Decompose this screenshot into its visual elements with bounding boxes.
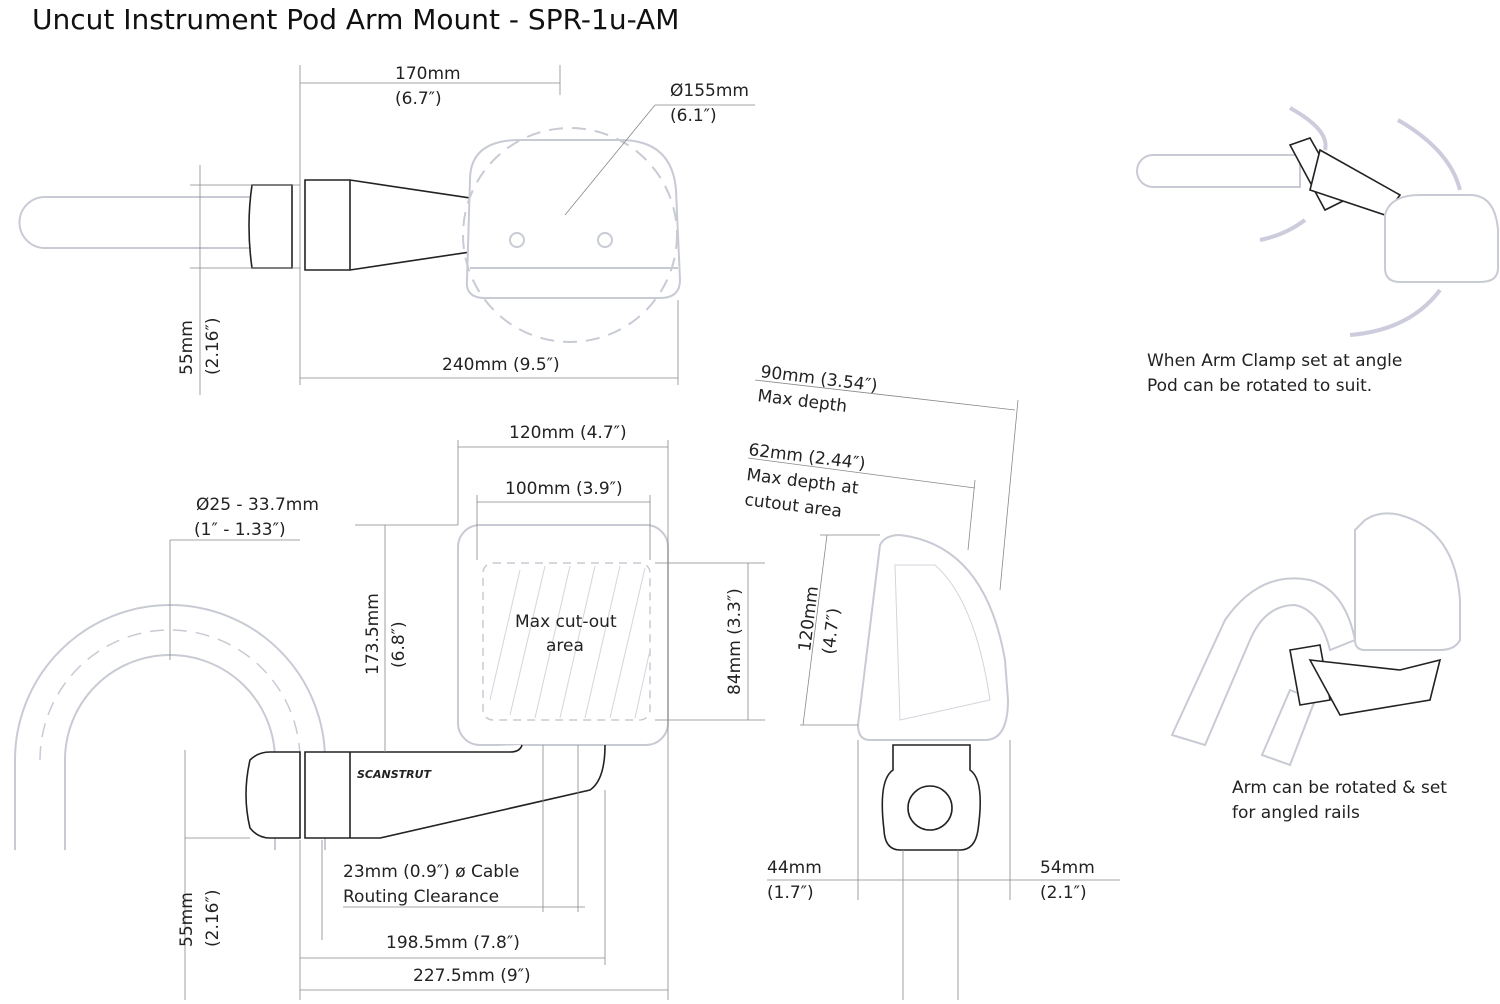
dim-length2: 227.5mm (9″) — [413, 966, 531, 986]
dim-height-mm: 55mm — [177, 320, 197, 375]
dim-width-mm: 170mm — [395, 64, 461, 84]
front-view: SCANSTRUT 120mm (4.7″) 100mm (3.9″) Ø25 … — [14, 423, 765, 1000]
dim-inner-width: 100mm (3.9″) — [505, 479, 623, 499]
angle-caption-line1: When Arm Clamp set at angle — [1147, 351, 1402, 371]
rotation-circle — [462, 127, 678, 343]
arm — [304, 179, 471, 271]
side-view: 90mm (3.54″) Max depth 62mm (2.44″) Max … — [743, 362, 1120, 1000]
top-view: 170mm (6.7″) Ø155mm (6.1″) 55mm (2.16″) … — [18, 64, 755, 395]
angled-clamp-view: When Arm Clamp set at angle Pod can be r… — [1136, 106, 1499, 396]
pod — [465, 139, 682, 299]
dim-tube-diameter-mm: Ø25 - 33.7mm — [196, 495, 319, 515]
dim-clamp-height-mm: 55mm — [177, 892, 197, 947]
dim-tube-diameter-in: (1″ - 1.33″) — [194, 520, 286, 540]
dim-height-in: (6.8″) — [389, 621, 409, 668]
rail-tube — [18, 196, 266, 249]
dim-height-mm: 173.5mm — [363, 593, 383, 675]
dim-diameter-in: (6.1″) — [670, 106, 717, 126]
dim-diameter-mm: Ø155mm — [670, 81, 749, 101]
dim-cutout-height: 84mm (3.3″) — [725, 588, 745, 695]
brand-logo: SCANSTRUT — [357, 768, 433, 781]
dim-left-mm: 44mm — [767, 858, 822, 878]
arm-clamp — [245, 751, 301, 839]
dim-clamp-height-in: (2.16″) — [203, 890, 223, 947]
dim-height-in: (2.16″) — [203, 318, 223, 375]
dim-right-mm: 54mm — [1040, 858, 1095, 878]
dim-left-in: (1.7″) — [767, 883, 814, 903]
arm — [304, 744, 606, 839]
dim-right-in: (2.1″) — [1040, 883, 1087, 903]
dim-length1: 198.5mm (7.8″) — [386, 933, 520, 953]
cutout-label-line1: Max cut-out — [515, 612, 617, 632]
drawing-title: Uncut Instrument Pod Arm Mount - SPR-1u-… — [32, 3, 679, 36]
cable-clearance-line1: 23mm (0.9″) ø Cable — [343, 862, 519, 882]
pod-side — [856, 533, 1010, 741]
cutout-label-line2: area — [546, 636, 584, 656]
rotated-caption-line2: for angled rails — [1232, 803, 1360, 823]
angle-caption-line2: Pod can be rotated to suit. — [1147, 376, 1372, 396]
rotated-arm-view: Arm can be rotated & set for angled rail… — [1170, 512, 1461, 823]
cable-clearance-line2: Routing Clearance — [343, 887, 499, 907]
dim-outer-width: 120mm (4.7″) — [509, 423, 627, 443]
arm-clamp — [248, 184, 293, 269]
dim-width-in: (6.7″) — [395, 89, 442, 109]
dim-side-height-mm: 120mm — [795, 585, 823, 653]
rotated-caption-line1: Arm can be rotated & set — [1232, 778, 1447, 798]
cutout-area — [482, 562, 651, 721]
dim-length: 240mm (9.5″) — [442, 355, 560, 375]
dim-side-height-in: (4.7″) — [819, 607, 845, 656]
